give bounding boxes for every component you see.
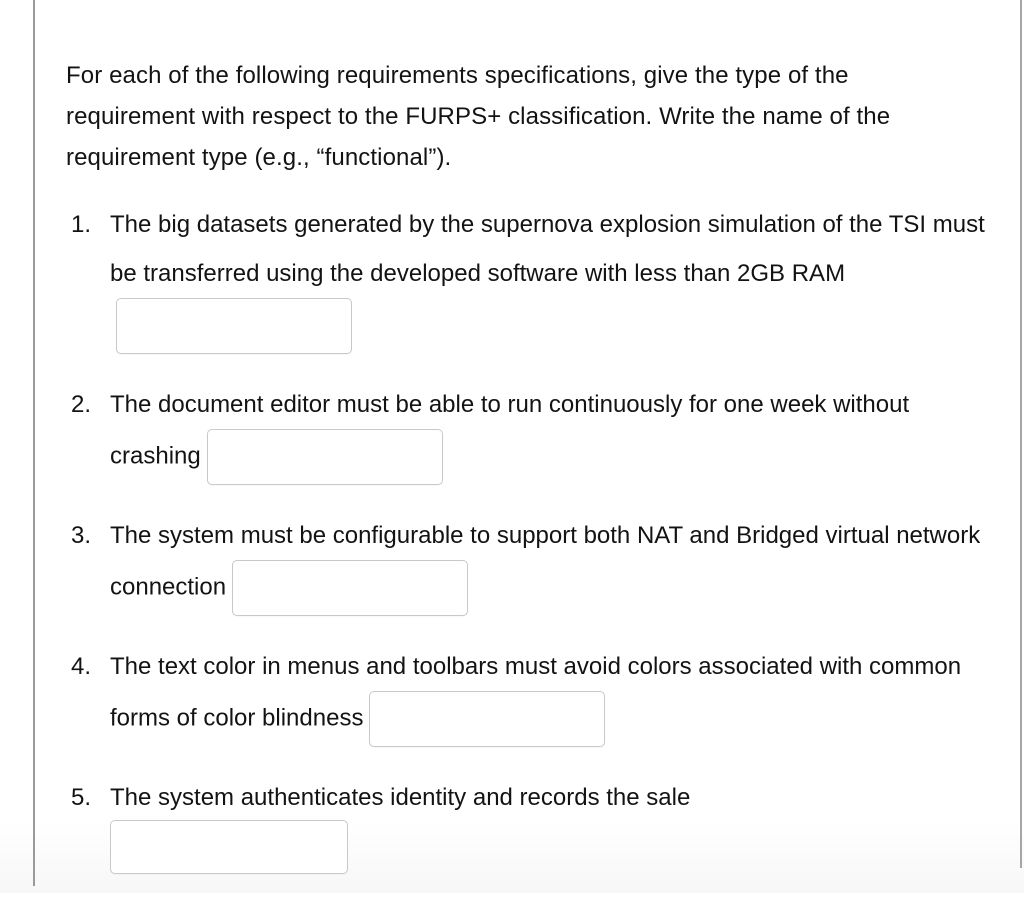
page-left-rule <box>33 0 35 886</box>
list-item: 2. The document editor must be able to r… <box>66 380 1006 485</box>
question-list: 1. The big datasets generated by the sup… <box>66 200 1006 874</box>
answer-input-2[interactable] <box>206 429 443 485</box>
page-right-rule <box>1020 0 1022 868</box>
list-item-text: The document editor must be able to run … <box>110 391 910 470</box>
list-item: 1. The big datasets generated by the sup… <box>66 200 1006 354</box>
list-item-number: 4. <box>71 653 92 680</box>
list-item-number: 1. <box>71 211 92 238</box>
list-item: 4. The text color in menus and toolbars … <box>66 642 1006 747</box>
list-item-text: The text color in menus and toolbars mus… <box>110 653 962 732</box>
list-item: 5. The system authenticates identity and… <box>66 773 1006 874</box>
instructions-paragraph: For each of the following requirements s… <box>66 62 891 171</box>
list-item-text: The system authenticates identity and re… <box>110 784 691 811</box>
list-item-number: 5. <box>71 784 92 811</box>
list-item: 3. The system must be configurable to su… <box>66 511 1006 616</box>
list-item-text: The system must be configurable to suppo… <box>110 522 981 601</box>
list-item-number: 3. <box>71 522 92 549</box>
answer-input-5[interactable] <box>110 820 348 874</box>
answer-input-4[interactable] <box>369 691 606 747</box>
answer-input-3[interactable] <box>232 560 469 616</box>
answer-input-1[interactable] <box>116 298 352 354</box>
list-item-text: The big datasets generated by the supern… <box>110 211 985 287</box>
question-content: For each of the following requirements s… <box>66 55 1006 900</box>
list-item-number: 2. <box>71 391 92 418</box>
